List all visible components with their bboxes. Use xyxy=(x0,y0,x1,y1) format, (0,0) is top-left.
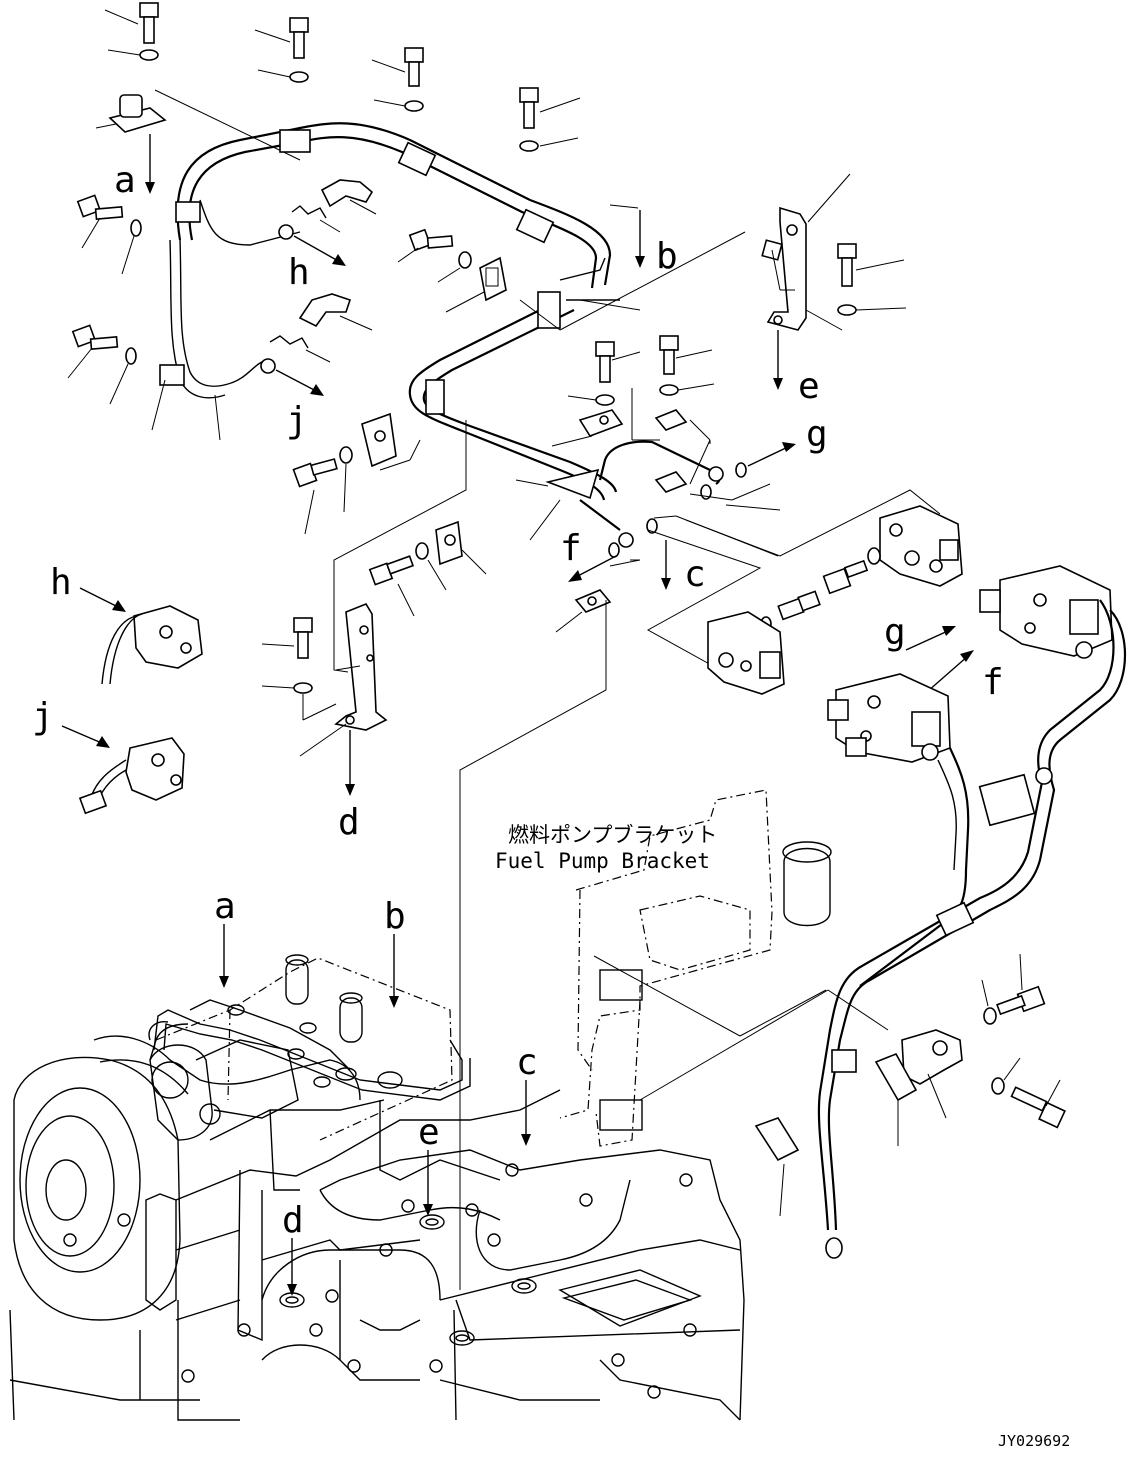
callout-f-right: f xyxy=(982,662,1004,703)
connector-block-icon xyxy=(978,773,1036,827)
bolt-icon xyxy=(981,953,1046,1025)
callout-g-top: g xyxy=(806,414,828,455)
clamp-half-icon xyxy=(754,1117,800,1217)
bracket-icon xyxy=(761,173,851,390)
housing-assembly xyxy=(9,924,745,1421)
callout-f-mid: f xyxy=(560,528,582,569)
bolt-icon xyxy=(76,194,142,275)
bracket-icon xyxy=(901,1029,963,1119)
figure-id: JY029692 xyxy=(998,1432,1070,1450)
bracket-icon xyxy=(299,603,388,796)
caption-en: Fuel Pump Bracket xyxy=(495,849,710,873)
caption-jp: 燃料ポンプブラケット xyxy=(508,823,717,847)
bolt-icon xyxy=(261,617,337,721)
fuel-pump-bracket: 燃料ポンプブラケット Fuel Pump Bracket xyxy=(495,789,832,1147)
bolt-icon xyxy=(254,17,309,83)
clamp-icon xyxy=(537,291,561,329)
valve-block-icon xyxy=(879,505,963,587)
callout-d-bottom: d xyxy=(282,1200,304,1241)
bolt-icon xyxy=(991,1057,1066,1129)
clamp-icon xyxy=(935,901,975,937)
valve-block-icon xyxy=(707,611,785,695)
callout-a-top: a xyxy=(114,160,136,201)
clamp-icon xyxy=(175,201,201,223)
top-hose-assembly xyxy=(67,2,941,1290)
bolt-icon xyxy=(567,341,641,406)
boss-icon xyxy=(63,1163,697,1399)
clamp-icon xyxy=(831,1049,857,1073)
bolt-icon xyxy=(67,324,137,405)
callout-j-top: j xyxy=(286,400,308,441)
bolt-icon xyxy=(104,2,159,61)
clamp-icon xyxy=(425,379,445,415)
bolt-icon xyxy=(805,243,907,331)
valve-block-icon xyxy=(827,673,951,763)
valve-block-icon xyxy=(979,565,1113,659)
nut-plate-icon xyxy=(555,589,612,633)
clamp-half-icon xyxy=(874,1052,918,1146)
callout-a-bottom: a xyxy=(214,886,236,927)
callout-c-bottom: c xyxy=(516,1042,538,1083)
clamp-icon xyxy=(515,208,555,244)
callout-e-bottom: e xyxy=(418,1112,440,1153)
rubber-block-icon xyxy=(445,256,507,313)
clamp-icon xyxy=(397,141,437,177)
clamp-half-icon xyxy=(361,412,421,471)
bolt-icon xyxy=(292,446,353,535)
clamp-plate-icon xyxy=(551,409,624,447)
callout-e-top: e xyxy=(798,366,820,407)
callout-b-bottom: b xyxy=(384,896,406,937)
callout-labels: a b h j e g f c d h j g f a b c e d xyxy=(32,160,1004,1241)
bolt-icon xyxy=(371,47,424,112)
bolt-icon xyxy=(659,335,715,396)
elbow-fitting-icon xyxy=(260,293,373,374)
clamp-block-icon xyxy=(95,89,301,194)
callout-c-mid: c xyxy=(684,554,706,595)
fitting-detail-j xyxy=(61,725,185,815)
callout-h-left: h xyxy=(50,562,72,603)
callout-g-right: g xyxy=(884,612,906,653)
fitting-detail-h xyxy=(79,587,203,685)
clamp-half-icon xyxy=(435,520,487,575)
nut-plate-icon xyxy=(654,409,711,493)
callout-b-top: b xyxy=(656,236,678,277)
bolt-icon xyxy=(822,547,881,595)
callout-j-left: j xyxy=(32,696,54,737)
bolt-icon xyxy=(519,87,581,152)
callout-d-mid: d xyxy=(338,802,360,843)
clamp-icon xyxy=(159,364,185,386)
clamp-icon xyxy=(279,129,311,153)
bolt-icon xyxy=(368,542,447,617)
callout-h-top: h xyxy=(288,252,310,293)
elbow-fitting-icon xyxy=(278,179,377,240)
valve-assembly xyxy=(639,505,1126,1259)
bolt-icon xyxy=(397,228,472,283)
